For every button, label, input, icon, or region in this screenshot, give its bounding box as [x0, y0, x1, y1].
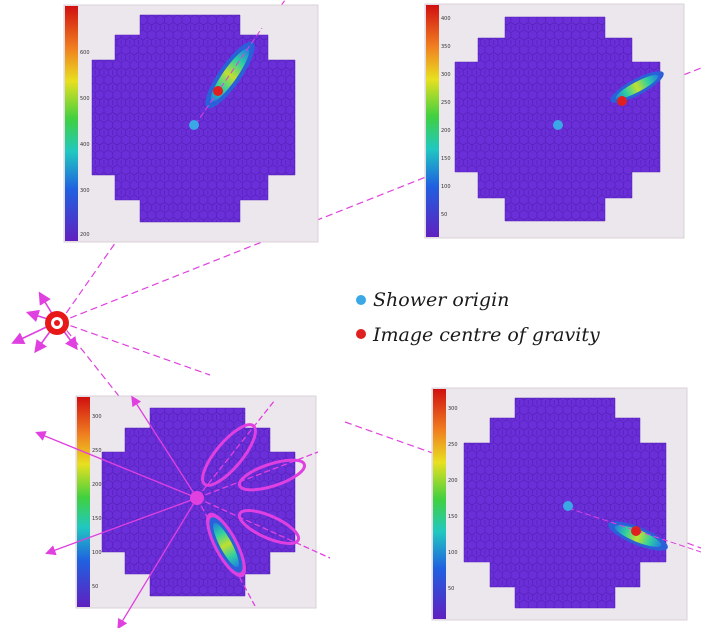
colorscale-bar [65, 6, 78, 241]
impact-point-projected-icon [190, 491, 204, 505]
shower-origin-icon [356, 295, 366, 305]
shower-origin-icon [189, 120, 199, 130]
camera-panel-top-left: 600 500 400 300 200 [63, 4, 319, 243]
colorscale-tick: 400 [80, 142, 90, 148]
colorscale-tick: 150 [92, 516, 102, 522]
shower-image [610, 71, 664, 103]
colorscale-bar [433, 389, 446, 619]
shower-image [206, 512, 246, 578]
colorscale-ticks: 600 500 400 300 200 [80, 50, 90, 238]
cog-icon [356, 329, 366, 339]
camera-pixel-grid [91, 14, 296, 223]
colorscale-tick: 50 [441, 212, 447, 218]
colorscale-tick: 500 [80, 96, 90, 102]
colorscale-tick: 400 [441, 16, 451, 22]
colorscale-tick: 250 [448, 442, 458, 448]
image-axis [567, 507, 701, 553]
colorscale-tick: 300 [448, 406, 458, 412]
camera-panel-top-right: 400 350 300 250 200 150 100 50 [424, 3, 685, 239]
colorscale-tick: 250 [92, 448, 102, 454]
image-axis [194, 27, 263, 126]
colorscale-tick: 300 [441, 72, 451, 78]
impact-point-icon [11, 291, 78, 354]
colorscale-tick: 600 [80, 50, 90, 56]
colorscale-tick: 100 [441, 184, 451, 190]
projected-image-outlines [201, 423, 307, 545]
colorscale-tick: 250 [441, 100, 451, 106]
colorscale-tick: 300 [92, 414, 102, 420]
colorscale-tick: 300 [80, 188, 90, 194]
cog-icon [617, 96, 627, 106]
colorscale-bar [77, 397, 90, 607]
shower-image [608, 521, 668, 551]
colorscale-tick: 200 [441, 128, 451, 134]
reconstruction-rays [35, 395, 331, 628]
colorscale-tick: 150 [441, 156, 451, 162]
shower-origin-icon [563, 501, 573, 511]
colorscale-tick: 150 [448, 514, 458, 520]
axis-line-bottom-left [59, 321, 211, 376]
cog-icon [213, 86, 223, 96]
colorscale-tick: 350 [441, 44, 451, 50]
colorscale-bar [426, 5, 439, 237]
shower-origin-icon [553, 120, 563, 130]
colorscale-tick: 50 [448, 586, 454, 592]
projected-image-outline [201, 423, 257, 487]
colorscale-ticks: 300 250 200 150 100 50 [448, 406, 458, 592]
colorscale-ticks: 300 250 200 150 100 50 [92, 414, 102, 590]
colorscale-tick: 200 [80, 232, 90, 238]
legend-item-shower-origin: Shower origin [356, 289, 509, 311]
legend-label-shower-origin: Shower origin [373, 289, 509, 311]
axis-line-bottom-left-steep [59, 321, 131, 411]
camera-pixel-grid [454, 16, 661, 222]
legend: Shower origin Image centre of gravity [356, 289, 600, 346]
camera-panel-bottom-right: 300 250 200 150 100 50 [431, 387, 701, 621]
legend-item-cog: Image centre of gravity [356, 324, 600, 346]
colorscale-tick: 200 [92, 482, 102, 488]
projected-image-outline [237, 458, 307, 492]
colorscale-tick: 200 [448, 478, 458, 484]
legend-label-cog: Image centre of gravity [372, 324, 600, 346]
camera-panel-bottom-left: 300 250 200 150 100 50 [35, 395, 331, 628]
projected-image-outline [237, 509, 301, 545]
colorscale-tick: 100 [92, 550, 102, 556]
colorscale-ticks: 400 350 300 250 200 150 100 50 [441, 16, 451, 218]
cog-icon [631, 526, 641, 536]
colorscale-tick: 50 [92, 584, 98, 590]
colorscale-tick: 100 [448, 550, 458, 556]
